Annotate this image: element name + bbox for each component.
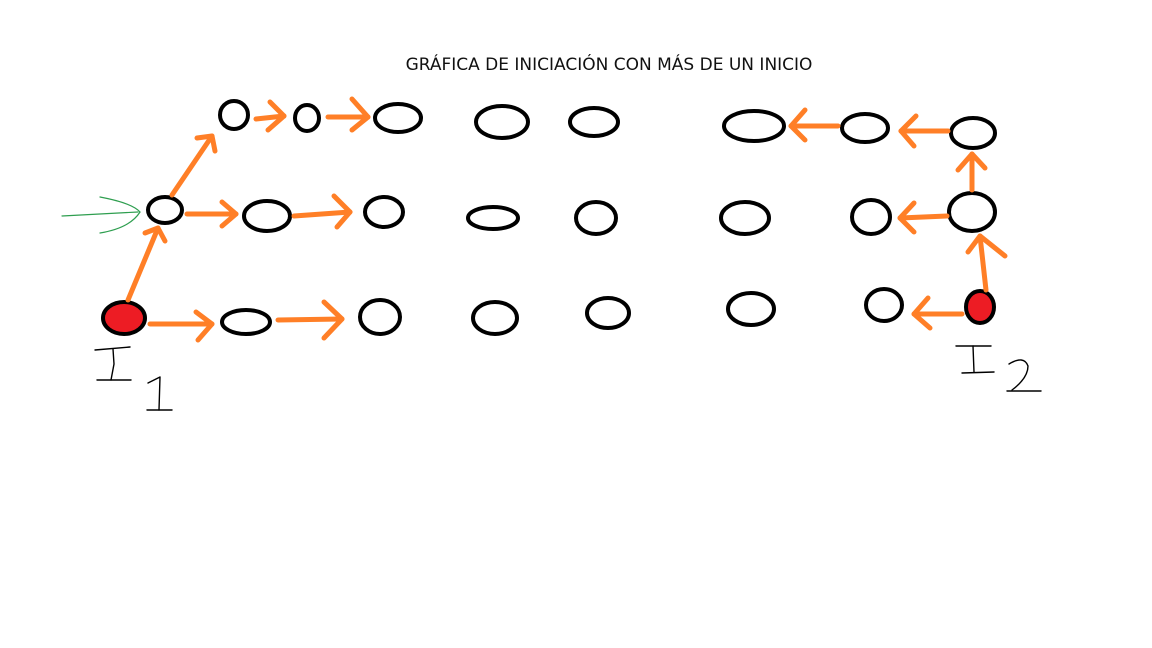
arrow-i1-to-r3-2 bbox=[147, 309, 215, 343]
node-r2-4 bbox=[466, 205, 520, 231]
node-r1-3 bbox=[373, 102, 423, 134]
arrow-r1-7-to-r1-6 bbox=[788, 107, 841, 143]
node-r1-2 bbox=[293, 103, 321, 133]
arrow-r1-2-to-r1-3 bbox=[325, 96, 371, 133]
diagram-title: GRÁFICA DE INICIACIÓN CON MÁS DE UN INIC… bbox=[405, 55, 813, 75]
arrow-i2-to-r2-8 bbox=[965, 233, 1008, 293]
start-label-i1 bbox=[94, 346, 173, 411]
start-label-i2 bbox=[955, 345, 1042, 392]
node-r2-6 bbox=[719, 200, 771, 236]
node-r3-3 bbox=[358, 298, 402, 336]
node-r3-6 bbox=[726, 291, 776, 327]
node-r1-5 bbox=[568, 106, 620, 138]
arrow-i2-to-r3-7 bbox=[911, 295, 965, 331]
node-r2-5 bbox=[574, 200, 618, 236]
arrow-r2-1-to-r2-2 bbox=[184, 199, 239, 229]
arrow-r2-8-to-r1-8 bbox=[955, 151, 988, 193]
node-r3-5 bbox=[585, 296, 631, 330]
node-r1-4 bbox=[474, 104, 530, 140]
start-node-i2 bbox=[964, 289, 996, 325]
node-r3-7 bbox=[864, 287, 904, 323]
node-r1-6 bbox=[722, 109, 786, 143]
arrow-i1-to-r2-1 bbox=[125, 225, 168, 303]
entry-arrow bbox=[61, 196, 141, 234]
start-node-i1 bbox=[101, 300, 147, 336]
arrow-r2-2-to-r2-3 bbox=[291, 193, 353, 230]
arrow-r1-1-to-r1-2 bbox=[253, 99, 287, 133]
node-r1-8 bbox=[949, 116, 997, 150]
node-r3-4 bbox=[471, 300, 519, 336]
node-r3-2 bbox=[220, 308, 272, 336]
node-r2-3 bbox=[363, 195, 405, 229]
node-r2-8 bbox=[947, 191, 997, 233]
arrow-r2-1-to-r1-1 bbox=[169, 133, 218, 198]
arrow-r3-2-to-r3-3 bbox=[275, 299, 345, 341]
node-r2-7 bbox=[850, 198, 892, 236]
arrow-r2-8-to-r2-7 bbox=[897, 200, 950, 235]
arrow-r1-8-to-r1-7 bbox=[898, 113, 951, 149]
node-r2-1 bbox=[146, 195, 184, 225]
node-r1-7 bbox=[840, 112, 890, 144]
node-r1-1 bbox=[218, 99, 250, 131]
node-r2-2 bbox=[242, 199, 292, 233]
